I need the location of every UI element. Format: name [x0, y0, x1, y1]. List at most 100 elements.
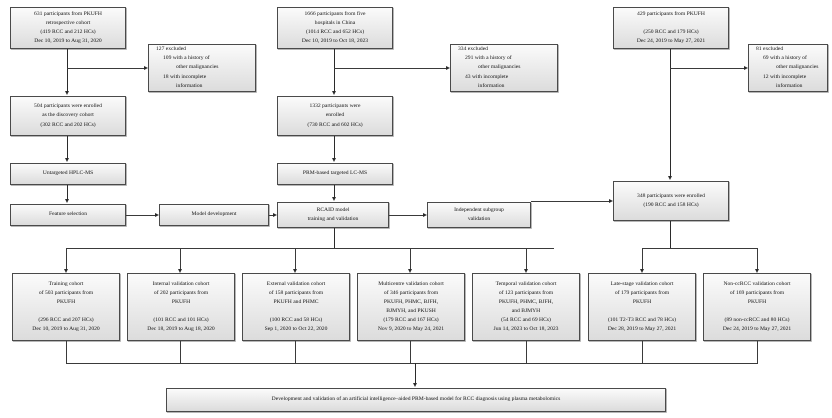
subgroup-source-text: 429 participants from PKUFH (250 RCC and… [636, 10, 706, 45]
arrowhead-non-ccrcc-validation-cohort [755, 269, 759, 273]
box-prm-targeted-lcms: PRM-based targeted LC-MS [277, 163, 393, 185]
prm-targeted-lcms-text: PRM-based targeted LC-MS [302, 170, 368, 177]
feature-selection-text: Feature selection [48, 211, 88, 218]
model-development-text: Model development [191, 211, 237, 218]
arrowhead-conclusion [413, 383, 417, 387]
box-conclusion: Development and validation of an artific… [166, 388, 666, 412]
drop-internal-validation-cohort [180, 248, 181, 270]
connector-validation-source-to-enrolled [334, 49, 336, 92]
arrowhead-discovery-enrolled [65, 91, 69, 95]
arrowhead-temporal-validation-cohort [524, 269, 528, 273]
arrowhead-discovery-excluded [144, 65, 148, 70]
drop-external-validation-cohort [295, 248, 296, 270]
untargeted-hplc-ms-text: Untargeted HPLC-MS [42, 170, 94, 177]
connector-subgroup-to-excluded [670, 68, 744, 69]
arrowhead-enrolled348 [609, 198, 613, 203]
arrowhead-late-stage-validation-cohort [640, 269, 644, 273]
bus-rcaid-horizontal [66, 248, 554, 249]
arrowhead-multicentre-validation-cohort [408, 269, 412, 273]
riser-cohort-5 [642, 341, 643, 363]
arrowhead-model-development [155, 212, 159, 217]
arrowhead-subgroup-excluded [744, 65, 748, 70]
box-model-development: Model development [159, 204, 269, 226]
arrowhead-rcaid-top [332, 197, 336, 201]
box-subgroup-enrolled: 348 participants were enrolled(190 RCC a… [613, 181, 729, 221]
connector-enrolled348-down [670, 221, 672, 248]
connector-validation-enrolled-to-lcms [334, 136, 336, 158]
drop-temporal-validation-cohort [526, 248, 527, 270]
connector-independent-to-enrolled348 [531, 201, 609, 202]
box-feature-selection: Feature selection [10, 204, 126, 226]
arrowhead-subgroup [423, 212, 427, 217]
connector-to-conclusion [415, 363, 417, 384]
connector-lcms-to-rcaid [334, 185, 336, 197]
connector-discovery-source-to-enrolled [67, 49, 69, 92]
connector-rcaid-to-subgroup [389, 215, 423, 216]
riser-cohort-6 [757, 341, 758, 363]
connector-model-to-rcaid [269, 215, 273, 216]
bus-conclusion-horizontal [66, 363, 758, 364]
drop-non-ccrcc-validation-cohort [757, 248, 758, 270]
arrowhead-training-cohort [64, 269, 68, 273]
connector-enrolled-to-hplc [67, 136, 69, 158]
arrowhead-rcaid [273, 212, 277, 217]
connector-feature-to-model [126, 215, 155, 216]
drop-late-stage-validation-cohort [642, 248, 643, 270]
arrowhead-hplc [65, 158, 69, 162]
riser-cohort-2 [295, 341, 296, 363]
arrowhead-internal-validation-cohort [178, 269, 182, 273]
connector-subgroup-source-down [670, 49, 672, 176]
arrowhead-feature-selection [65, 199, 69, 203]
conclusion-text: Development and validation of an artific… [271, 396, 561, 403]
subgroup-enrolled-text: 348 participants were enrolled(190 RCC a… [637, 192, 705, 208]
arrowhead-validation-excluded [446, 65, 450, 70]
drop-multicentre-validation-cohort [410, 248, 411, 270]
connector-validation-to-excluded [334, 68, 446, 69]
arrowhead-validation-enrolled [332, 91, 336, 95]
drop-training-cohort [66, 248, 67, 270]
connector-discovery-to-excluded [67, 68, 144, 69]
connector-rcaid-down [334, 228, 336, 248]
arrowhead-lcms [332, 158, 336, 162]
riser-cohort-0 [66, 341, 67, 363]
riser-cohort-4 [526, 341, 527, 363]
connector-hplc-to-feature [67, 185, 69, 199]
riser-cohort-3 [410, 341, 411, 363]
riser-cohort-1 [180, 341, 181, 363]
arrowhead-external-validation-cohort [293, 269, 297, 273]
arrowhead-subgroup-enrolled [668, 176, 672, 180]
bus-enrolled348-horizontal [642, 248, 758, 249]
